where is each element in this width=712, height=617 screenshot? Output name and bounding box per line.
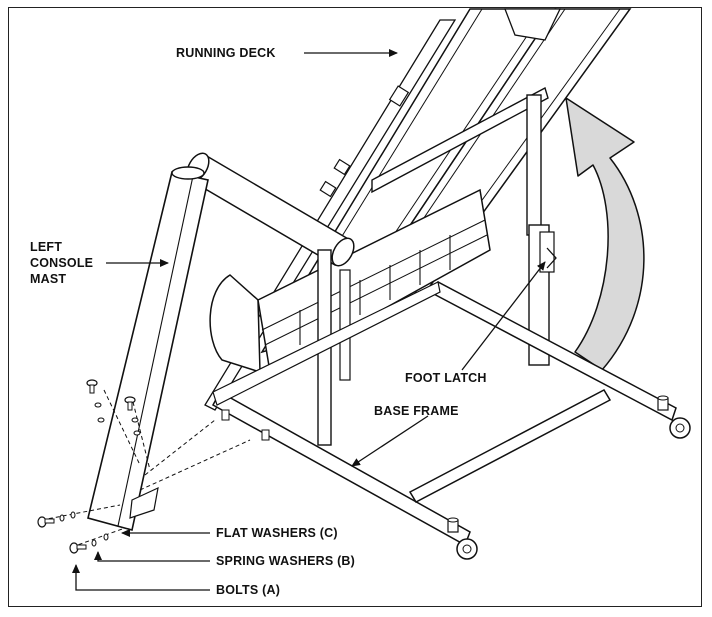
left-console-mast	[87, 166, 209, 531]
leader-foot-latch	[461, 261, 546, 371]
label-running-deck: RUNNING DECK	[176, 46, 276, 60]
base-frame	[211, 281, 691, 560]
handle-bar	[186, 152, 355, 267]
fold-up-arrow-icon	[565, 97, 645, 371]
leader-spring-washers	[94, 551, 210, 562]
motor-hood	[209, 188, 491, 374]
label-flat-washers: FLAT WASHERS (C)	[216, 526, 338, 540]
bolt-icon	[86, 379, 105, 423]
bolt-icon	[124, 396, 141, 436]
leader-bolts	[72, 564, 210, 591]
label-left-console-mast-line3: MAST	[30, 272, 67, 286]
label-bolts: BOLTS (A)	[216, 583, 281, 597]
bolt-icon	[69, 533, 109, 554]
foot-latch-post	[371, 86, 557, 366]
label-spring-washers: SPRING WASHERS (B)	[216, 554, 356, 568]
label-left-console-mast-line1: LEFT	[30, 240, 63, 254]
bolt-icon	[37, 511, 76, 528]
label-base-frame: BASE FRAME	[374, 404, 459, 418]
label-left-console-mast: LEFT CONSOLE MAST	[30, 239, 93, 287]
label-left-console-mast-line2: CONSOLE	[30, 256, 94, 270]
leader-base-frame	[351, 415, 429, 467]
label-foot-latch: FOOT LATCH	[405, 371, 487, 385]
hardware-bolts-washers	[37, 379, 251, 554]
diagram-border	[8, 7, 702, 607]
